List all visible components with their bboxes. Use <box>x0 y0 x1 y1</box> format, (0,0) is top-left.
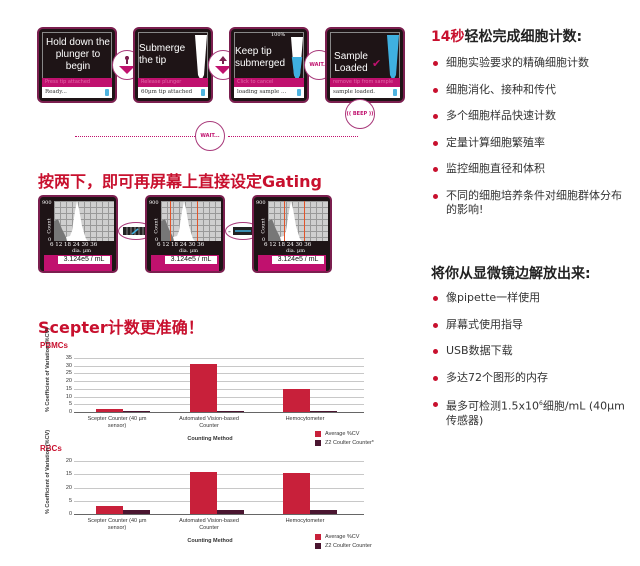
list-item: 不同的细胞培养条件对细胞群体分布的影响! <box>432 189 632 217</box>
dotted-connector <box>75 136 195 137</box>
step-screen-1: Hold down the plunger to begin Press tip… <box>37 27 117 103</box>
freedom-list: 像pipette一样使用 屏幕式使用指导 USB数据下载 多达72个图形的内存 … <box>432 291 632 440</box>
bar-avg-hemo <box>283 388 310 412</box>
list-item: 屏幕式使用指导 <box>432 318 632 332</box>
beep-text: (( BEEP )) <box>346 111 374 117</box>
rbc-legend: Average %CV Z2 Coulter Counter <box>315 534 372 552</box>
histogram-plot <box>161 201 221 241</box>
step-1-bar: Press tip attached <box>42 78 112 87</box>
bar-z2-vision <box>217 410 244 412</box>
step-screen-2: Submerge the tip Release plunger 60µm ti… <box>133 27 213 103</box>
histogram-screen-2: 900 Count 0 6 12 18 24 30 36 dia. µm 3.1… <box>145 195 225 273</box>
x-axis-title: Counting Method <box>187 538 233 544</box>
step-4-status: sample loaded. <box>330 87 400 98</box>
step-4-message: Sample Loaded <box>334 51 368 74</box>
histogram-screen-3: 900 Count 0 6 12 18 24 30 36 dia. µm 3.1… <box>252 195 332 273</box>
concentration-value: 3.124e5 / mL <box>272 256 324 264</box>
battery-icon <box>297 89 301 96</box>
x-category: Automated Vision-based Counter <box>179 518 239 531</box>
step-3-bar: Click to cancel <box>234 78 304 87</box>
pbmc-chart: 35 30 25 20 15 10 5 0 <box>66 355 364 415</box>
step-2-bar: Release plunger <box>138 78 208 87</box>
rbc-chart: 20 15 20 5 0 <box>66 458 364 517</box>
y-axis-title: % Coefficient of Variation (%CV) <box>45 429 51 514</box>
list-item: 定量计算细胞繁殖率 <box>432 136 632 150</box>
step-2-status: 60µm tip attached <box>138 87 208 98</box>
step-2-message: Submerge the tip <box>139 43 186 66</box>
chart-title-pbmc: PBMCs <box>40 341 69 350</box>
beep-callout: (( BEEP )) <box>345 99 375 129</box>
concentration-value: 3.124e5 / mL <box>165 256 217 264</box>
histogram-plot <box>54 201 114 241</box>
bar-avg-hemo <box>283 473 310 514</box>
gate-left-handle[interactable] <box>284 201 285 241</box>
battery-icon <box>201 89 205 96</box>
bar-avg-scepter <box>96 409 123 412</box>
list-item: 细胞实验要求的精确细胞计数 <box>432 56 632 70</box>
pipette-tip-icon <box>195 35 207 81</box>
step-4-bar: remove tip from sample <box>330 78 400 87</box>
gate-right-handle[interactable] <box>304 201 305 241</box>
gate-left-handle[interactable] <box>170 201 171 241</box>
features-title: 14秒轻松完成细胞计数: <box>431 29 583 45</box>
fill-label: 100% <box>271 32 286 38</box>
step-3-message: Keep tip submerged <box>235 46 286 69</box>
list-item: 多达72个图形的内存 <box>432 371 632 385</box>
step-1-status: Ready... <box>42 87 112 98</box>
histogram-plot <box>268 201 328 241</box>
dotted-connector <box>228 136 358 137</box>
list-item: 多个细胞样品快速计数 <box>432 109 632 123</box>
battery-icon <box>105 89 109 96</box>
x-category: Scepter Counter (40 µm sensor) <box>87 416 147 429</box>
histogram-screen-1: 900 Count 0 6 12 18 24 30 36 dia. µm 3.1… <box>38 195 118 273</box>
x-category: Scepter Counter (40 µm sensor) <box>87 518 147 531</box>
list-item: 监控细胞直径和体积 <box>432 162 632 176</box>
step-screen-3: 100% Keep tip submerged Click to cancel … <box>229 27 309 103</box>
bar-avg-vision <box>190 364 217 412</box>
freedom-title: 将你从显微镜边解放出来: <box>431 266 591 282</box>
pipette-tip-filling-icon <box>291 37 303 81</box>
bar-z2-vision <box>217 510 244 514</box>
x-category: Automated Vision-based Counter <box>179 416 239 429</box>
bar-z2-scepter <box>123 510 150 514</box>
features-list: 细胞实验要求的精确细胞计数 细胞消化、接种和传代 多个细胞样品快速计数 定量计算… <box>432 56 632 229</box>
double-tap-icon <box>118 222 154 240</box>
wait-callout-2: WAIT... <box>195 121 225 151</box>
step-3-status: loading sample ... <box>234 87 304 98</box>
x-axis-title: Counting Method <box>187 436 233 442</box>
battery-icon <box>393 89 397 96</box>
x-category: Hemocytometer <box>285 416 325 422</box>
list-item: 像pipette一样使用 <box>432 291 632 305</box>
gate-right-handle[interactable] <box>197 201 198 241</box>
step-1-message: Hold down the plunger to begin <box>46 37 110 72</box>
gating-heading: 按两下，即可再屏幕上直接设定Gating <box>38 172 322 191</box>
bar-avg-scepter <box>96 506 123 514</box>
bar-z2-hemo <box>310 410 337 412</box>
pbmc-legend: Average %CV Z2 Coulter Counter* <box>315 431 374 449</box>
list-item: 细胞消化、接种和传代 <box>432 83 632 97</box>
list-item: USB数据下载 <box>432 344 632 358</box>
y-axis-title: % Coefficient of Variation (%CV) <box>45 327 51 412</box>
list-item: 最多可检测1.5x106细胞/mL (40µm传感器) <box>432 397 632 428</box>
accuracy-title: Scepter计数更准确！ <box>38 318 204 337</box>
concentration-bar: 3.124e5 / mL <box>151 255 219 271</box>
concentration-bar: 3.124e5 / mL <box>258 255 326 271</box>
bar-avg-vision <box>190 472 217 514</box>
x-category: Hemocytometer <box>285 518 325 524</box>
svg-text:-: - <box>228 227 231 236</box>
chart-title-rbc: RBCs <box>40 444 62 453</box>
concentration-value: 3.124e5 / mL <box>58 256 110 264</box>
pipette-tip-full-icon <box>387 35 399 81</box>
checkmark-icon: ✔ <box>372 57 382 70</box>
bar-z2-hemo <box>310 510 337 514</box>
step-screen-4: Sample Loaded ✔ remove tip from sample s… <box>325 27 405 103</box>
concentration-bar: 3.124e5 / mL <box>44 255 112 271</box>
bar-z2-scepter <box>123 410 150 412</box>
